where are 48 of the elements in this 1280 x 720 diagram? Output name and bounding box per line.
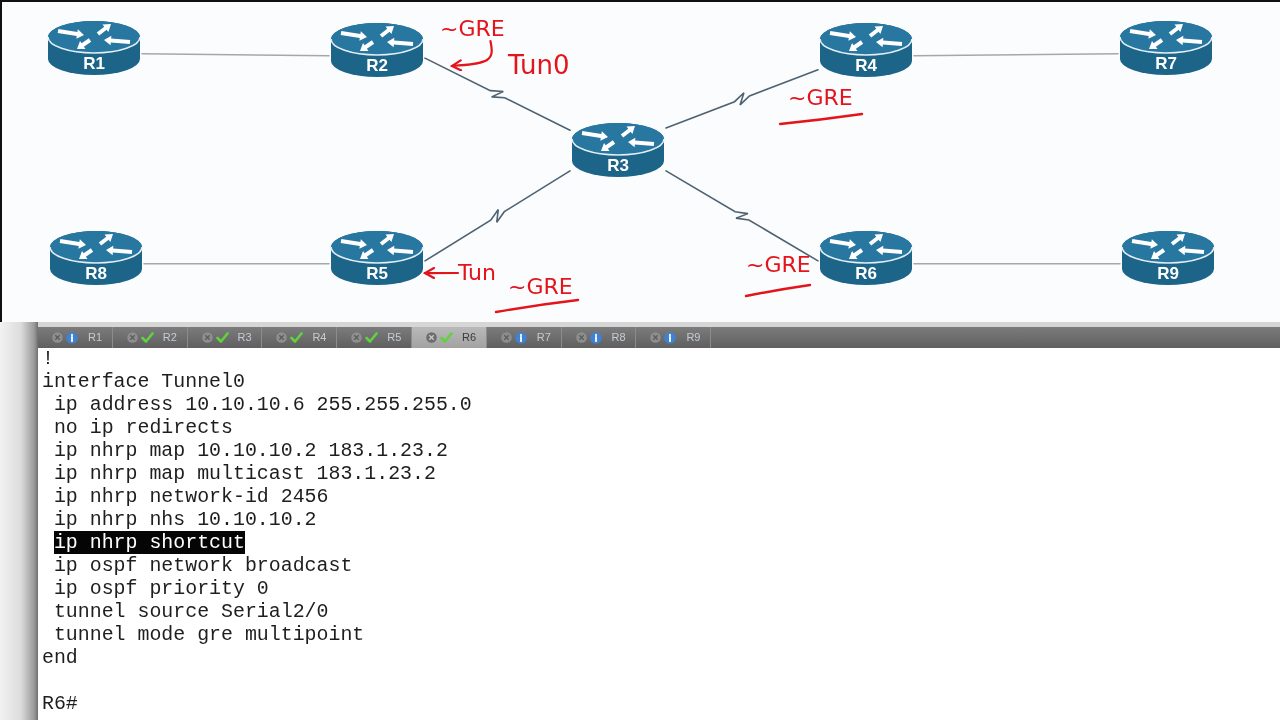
router-label: R7 (1154, 54, 1178, 73)
serial-link (665, 170, 819, 262)
terminal-tab: R5 (337, 327, 412, 348)
terminal-line: ip ospf network broadcast (53, 554, 353, 577)
router-label: R9 (1156, 264, 1180, 283)
terminal-line: ip nhrp network-id 2456 (53, 485, 329, 508)
terminal-line: ! (42, 347, 54, 370)
terminal-line: ip nhrp nhs 10.10.10.2 (53, 508, 317, 531)
terminal-tab: R2 (112, 327, 188, 348)
serial-link (424, 57, 571, 132)
terminal-tab: R7 (486, 327, 562, 348)
router-label: R2 (365, 56, 389, 75)
terminal-tab: R6 (412, 327, 487, 348)
terminal-line: ip address 10.10.10.6 255.255.255.0 (53, 393, 472, 416)
router-label: R3 (606, 156, 630, 175)
handwritten-note: Tun0 (508, 51, 570, 79)
serial-link (424, 170, 571, 262)
terminal-line: ip ospf priority 0 (53, 577, 269, 600)
handwritten-note: ~GRE (440, 17, 505, 41)
terminal-line: interface Tunnel0 (42, 370, 245, 393)
highlighted-command: ip nhrp shortcut (53, 531, 245, 554)
terminal-tab: R4 (262, 327, 338, 348)
terminal-line: tunnel source Serial2/0 (53, 600, 329, 623)
handwritten-note: ~GRE (508, 275, 573, 299)
router-label: R5 (365, 264, 389, 283)
terminal-line: ip nhrp map 10.10.10.2 183.1.23.2 (53, 439, 448, 462)
router-label: R1 (82, 54, 106, 73)
terminal-tab: R3 (187, 327, 263, 348)
handwritten-note: ~GRE (746, 253, 811, 277)
router-label: R4 (854, 56, 878, 75)
terminal-line: R6# (42, 692, 78, 715)
terminal-line: ip nhrp map multicast 183.1.23.2 (53, 462, 436, 485)
terminal-line: end (42, 646, 78, 669)
router-label: R6 (854, 264, 878, 283)
network-link (141, 53, 330, 57)
terminal-tab: R8 (561, 327, 637, 348)
terminal-line: no ip redirects (53, 416, 233, 439)
terminal-tab: R9 (636, 327, 712, 348)
terminal-tab: R1 (38, 327, 113, 348)
handwritten-note: Tun (458, 261, 496, 285)
handwritten-note: ~GRE (788, 86, 853, 110)
network-link (913, 263, 1121, 265)
annotation-arrow (423, 266, 460, 280)
network-link (913, 53, 1119, 57)
serial-link (665, 68, 819, 129)
network-link (143, 263, 330, 265)
router-label: R8 (84, 264, 108, 283)
terminal-line: tunnel mode gre multipoint (53, 623, 365, 646)
